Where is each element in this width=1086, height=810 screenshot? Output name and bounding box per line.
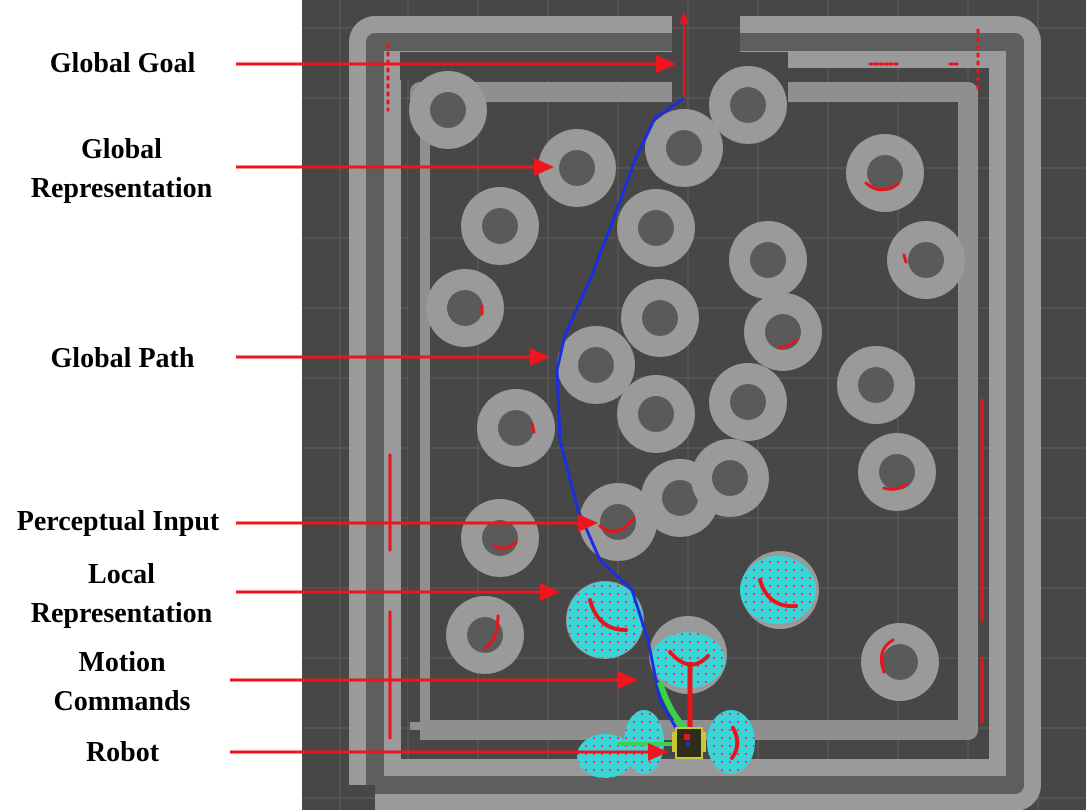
costmap-svg (302, 0, 1086, 810)
label-motion-commands: Motion Commands (53, 647, 191, 717)
obstacle-core-20 (662, 480, 698, 516)
label-perceptual-input: Perceptual Input (16, 506, 220, 537)
obstacle-core-18 (482, 520, 518, 556)
laser-scan (386, 28, 984, 760)
label-local-representation: Local Representation (30, 559, 213, 629)
obstacle-core-14 (498, 410, 534, 446)
obstacle-core-11 (765, 314, 801, 350)
obstacle-core-13 (858, 367, 894, 403)
goal-marker (679, 12, 689, 98)
obstacle-core-17 (879, 454, 915, 490)
obstacle-core-4 (867, 155, 903, 191)
obstacle-core-2 (666, 130, 702, 166)
obstacle-core-10 (642, 300, 678, 336)
obstacle-core-0 (430, 92, 466, 128)
obstacle-core-5 (482, 208, 518, 244)
costmap-view (302, 0, 1086, 810)
obstacle-core-21 (712, 460, 748, 496)
obstacle-core-7 (750, 242, 786, 278)
obstacle-core-8 (908, 242, 944, 278)
robot (672, 727, 706, 759)
local-cost-blob-5 (707, 710, 755, 774)
obstacle-core-6 (638, 210, 674, 246)
local-cost-blob-2 (740, 556, 816, 624)
obstacle-core-22 (467, 617, 503, 653)
local-cost-blob-1 (651, 632, 725, 688)
label-global-goal: Global Goal (49, 48, 196, 79)
local-cost-blob-0 (567, 582, 643, 658)
obstacle-core-3 (730, 87, 766, 123)
obstacle-core-26 (882, 644, 918, 680)
obstacle-core-1 (559, 150, 595, 186)
local-plan (657, 681, 689, 733)
obstacle-core-12 (578, 347, 614, 383)
label-global-path: Global Path (50, 343, 195, 374)
obstacle-core-9 (447, 290, 483, 326)
obstacle-core-16 (730, 384, 766, 420)
global-path (555, 96, 686, 743)
label-global-representation: Global Representation (30, 134, 213, 204)
label-robot: Robot (85, 737, 160, 768)
obstacle-core-15 (638, 396, 674, 432)
